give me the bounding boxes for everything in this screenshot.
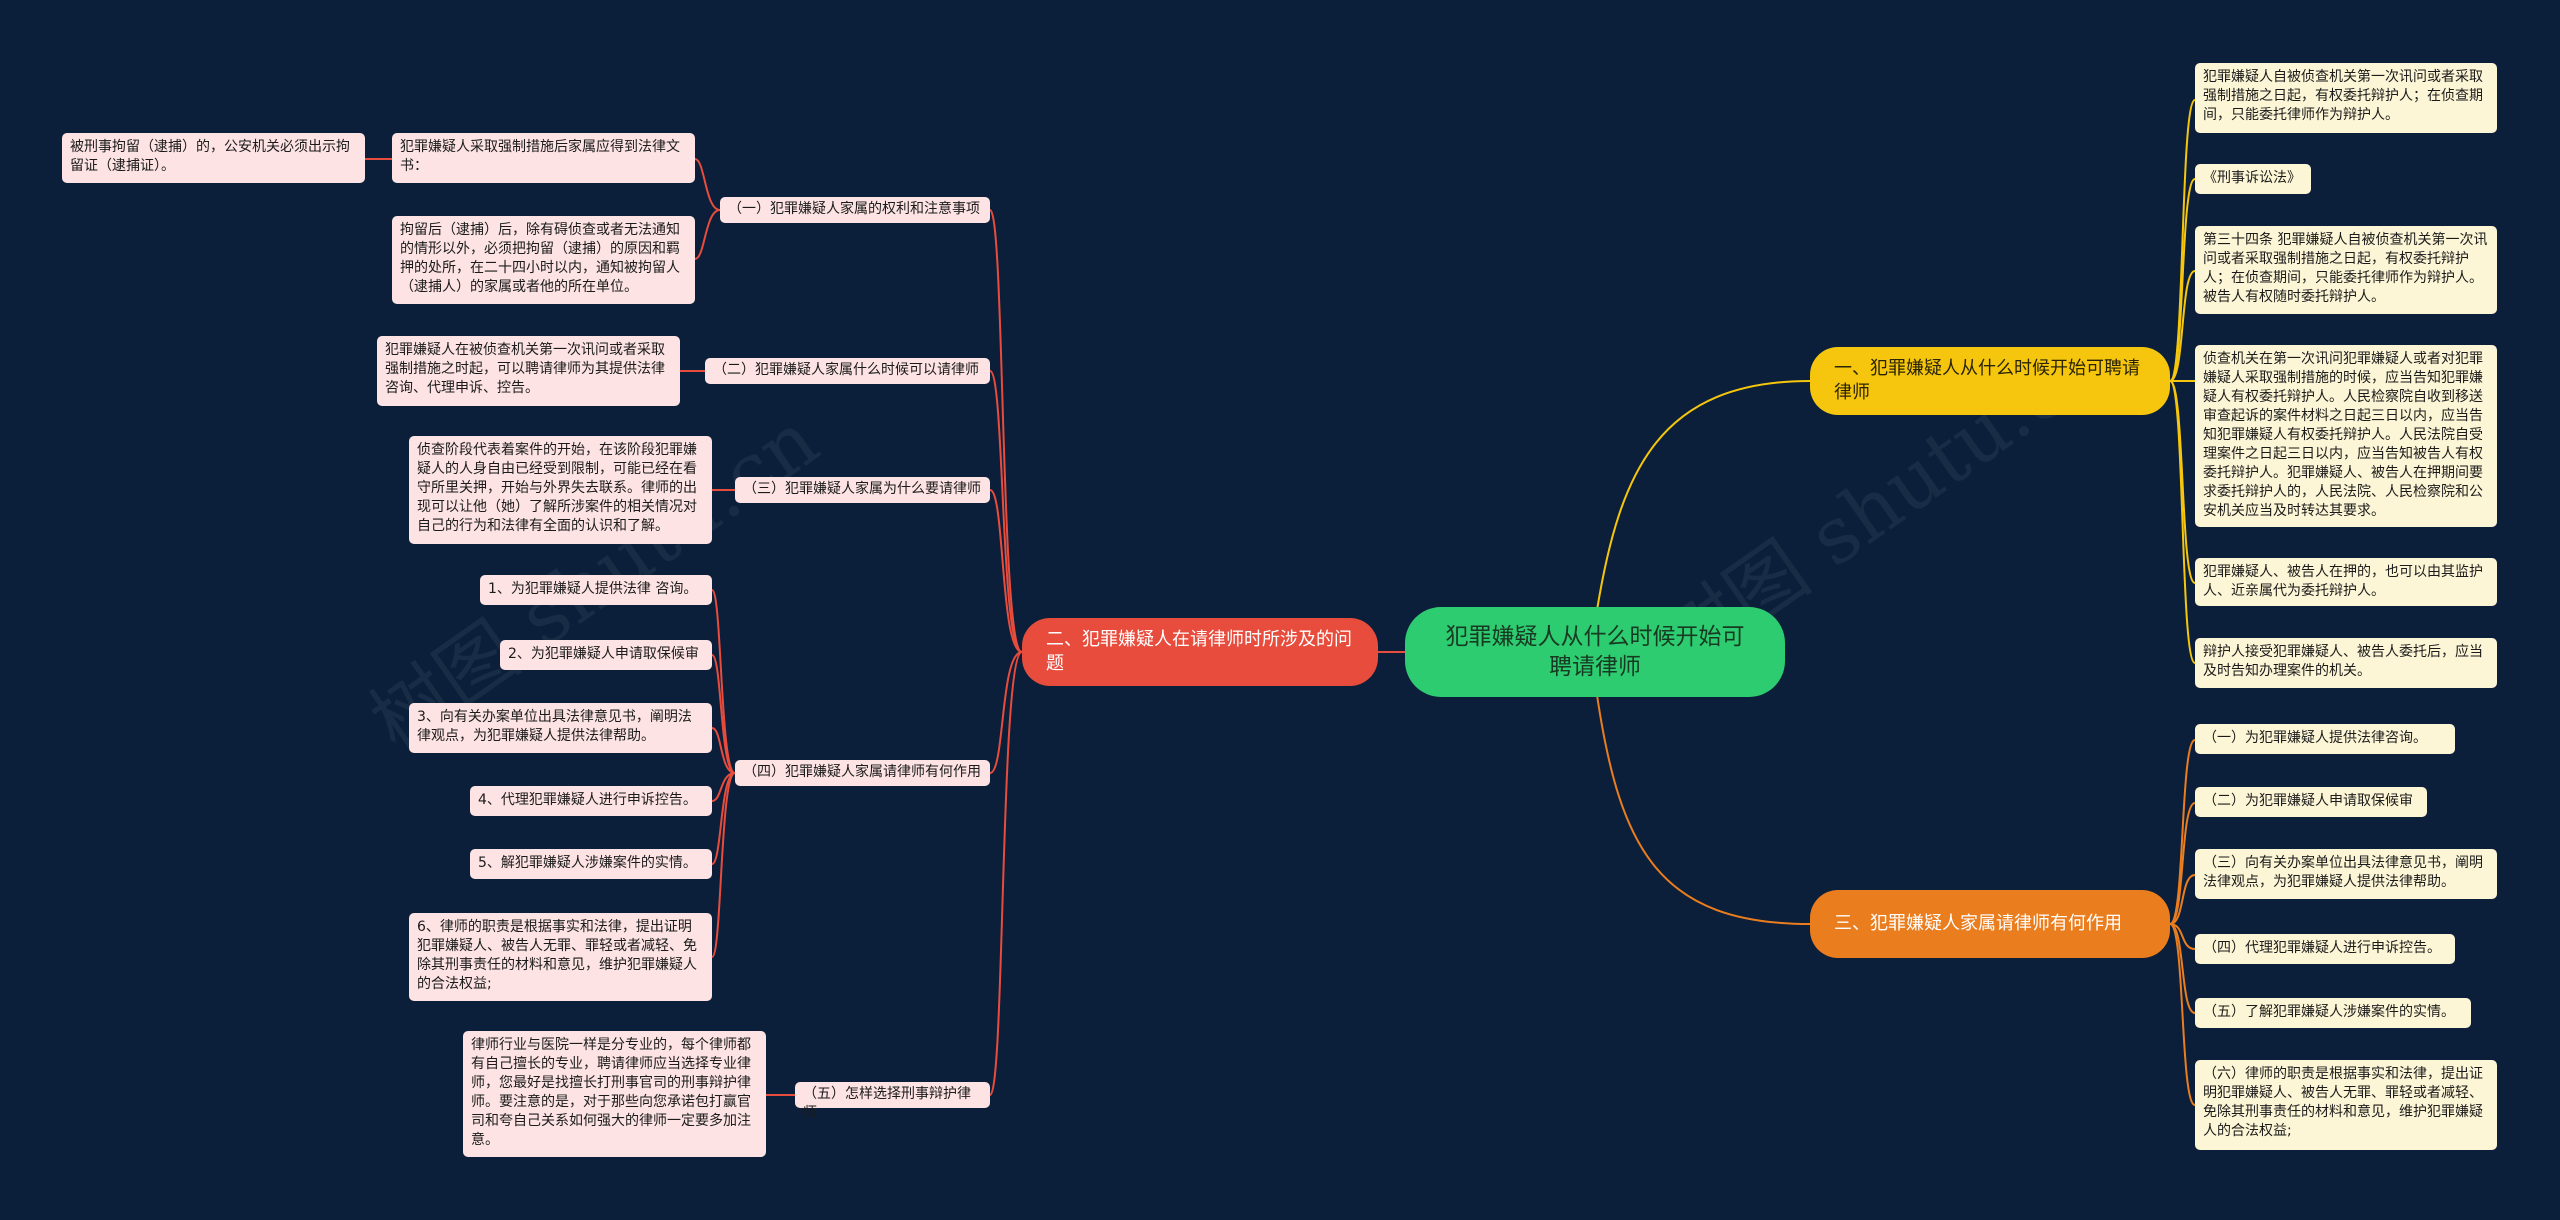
- branch-two-sub-rights[interactable]: （一）犯罪嫌疑人家属的权利和注意事项: [720, 197, 990, 223]
- sub-effect-child[interactable]: 4、代理犯罪嫌疑人进行申诉控告。: [470, 786, 712, 816]
- sub-why-child[interactable]: 侦查阶段代表着案件的开始，在该阶段犯罪嫌疑人的人身自由已经受到限制，可能已经在看…: [409, 436, 712, 544]
- branch-three-topic[interactable]: 三、犯罪嫌疑人家属请律师有何作用: [1810, 890, 2170, 958]
- branch-one-leaf[interactable]: 犯罪嫌疑人自被侦查机关第一次讯问或者采取强制措施之日起，有权委托辩护人；在侦查期…: [2195, 63, 2497, 133]
- branch-one-leaf[interactable]: 第三十四条 犯罪嫌疑人自被侦查机关第一次讯问或者采取强制措施之日起，有权委托辩护…: [2195, 226, 2497, 314]
- sub-effect-child[interactable]: 6、律师的职责是根据事实和法律，提出证明犯罪嫌疑人、被告人无罪、罪轻或者减轻、免…: [409, 913, 712, 1001]
- sub-rights-child[interactable]: 拘留后（逮捕）后，除有碍侦查或者无法通知的情形以外，必须把拘留（逮捕）的原因和羁…: [392, 216, 695, 304]
- sub-rights-grandchild[interactable]: 被刑事拘留（逮捕）的，公安机关必须出示拘留证（逮捕证）。: [62, 133, 365, 183]
- branch-one-topic[interactable]: 一、犯罪嫌疑人从什么时候开始可聘请律师: [1810, 347, 2170, 415]
- branch-one-leaf[interactable]: 辩护人接受犯罪嫌疑人、被告人委托后，应当及时告知办理案件的机关。: [2195, 638, 2497, 688]
- branch-three-leaf[interactable]: （五）了解犯罪嫌疑人涉嫌案件的实情。: [2195, 998, 2471, 1028]
- sub-rights-child[interactable]: 犯罪嫌疑人采取强制措施后家属应得到法律文书：: [392, 133, 695, 183]
- branch-three-leaf[interactable]: （六）律师的职责是根据事实和法律，提出证明犯罪嫌疑人、被告人无罪、罪轻或者减轻、…: [2195, 1060, 2497, 1150]
- sub-effect-child[interactable]: 1、为犯罪嫌疑人提供法律 咨询。: [480, 575, 712, 605]
- branch-one-leaf[interactable]: 犯罪嫌疑人、被告人在押的，也可以由其监护人、近亲属代为委托辩护人。: [2195, 558, 2497, 606]
- branch-three-leaf[interactable]: （二）为犯罪嫌疑人申请取保候审: [2195, 787, 2427, 817]
- sub-effect-child[interactable]: 2、为犯罪嫌疑人申请取保候审: [500, 640, 712, 670]
- sub-effect-child[interactable]: 3、向有关办案单位出具法律意见书，阐明法律观点，为犯罪嫌疑人提供法律帮助。: [409, 703, 712, 753]
- sub-when-child[interactable]: 犯罪嫌疑人在被侦查机关第一次讯问或者采取强制措施之时起，可以聘请律师为其提供法律…: [377, 336, 680, 406]
- branch-two-sub-choose[interactable]: （五）怎样选择刑事辩护律师: [795, 1082, 990, 1121]
- branch-two-topic[interactable]: 二、犯罪嫌疑人在请律师时所涉及的问题: [1022, 618, 1378, 686]
- branch-three-leaf[interactable]: （四）代理犯罪嫌疑人进行申诉控告。: [2195, 934, 2455, 964]
- branch-one-leaf[interactable]: 侦查机关在第一次讯问犯罪嫌疑人或者对犯罪嫌疑人采取强制措施的时候，应当告知犯罪嫌…: [2195, 345, 2497, 527]
- branch-two-sub-when[interactable]: （二）犯罪嫌疑人家属什么时候可以请律师: [705, 358, 990, 384]
- branch-two-sub-effect[interactable]: （四）犯罪嫌疑人家属请律师有何作用: [735, 760, 990, 786]
- branch-three-leaf[interactable]: （三）向有关办案单位出具法律意见书，阐明法律观点，为犯罪嫌疑人提供法律帮助。: [2195, 849, 2497, 899]
- sub-choose-child[interactable]: 律师行业与医院一样是分专业的，每个律师都有自己擅长的专业，聘请律师应当选择专业律…: [463, 1031, 766, 1157]
- branch-two-sub-why[interactable]: （三）犯罪嫌疑人家属为什么要请律师: [735, 477, 990, 503]
- branch-one-leaf[interactable]: 《刑事诉讼法》: [2195, 164, 2311, 194]
- sub-effect-child[interactable]: 5、解犯罪嫌疑人涉嫌案件的实情。: [470, 849, 712, 879]
- branch-three-leaf[interactable]: （一）为犯罪嫌疑人提供法律咨询。: [2195, 724, 2455, 754]
- root-topic[interactable]: 犯罪嫌疑人从什么时候开始可聘请律师: [1405, 607, 1785, 697]
